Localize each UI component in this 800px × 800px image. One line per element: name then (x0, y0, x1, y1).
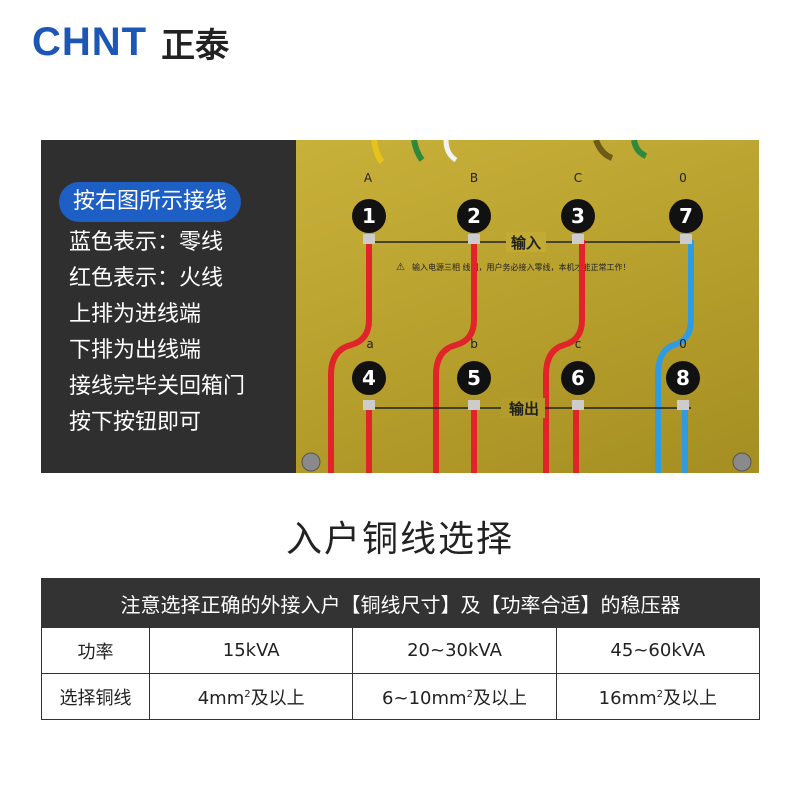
table-cell: 4mm2及以上 (148, 673, 354, 720)
output-phase-label: a (366, 337, 373, 351)
terminal-board-diagram: A B C 0 输入 ⚠ 输入电源三相 线制，用户务必接入零线，本机才能正常工作… (301, 140, 752, 473)
input-terminal: 3 (561, 199, 595, 244)
incoming-wire (411, 140, 425, 162)
instruction-line: 上排为进线端 (69, 302, 202, 327)
input-terminal: 7 (669, 199, 703, 244)
table-cell: 6~10mm2及以上 (352, 673, 557, 720)
input-terminal: 2 (457, 199, 491, 244)
terminal-number: 5 (467, 366, 481, 390)
output-phase-label: c (575, 337, 582, 351)
incoming-wire (631, 140, 648, 159)
row-label: 功率 (41, 627, 150, 674)
terminal-number: 6 (571, 366, 585, 390)
incoming-wire (371, 140, 385, 164)
input-label-bg (506, 232, 546, 252)
warning-icon: ⚠ (396, 262, 405, 273)
instruction-line: 下排为出线端 (69, 338, 202, 363)
output-phase-label: 0 (679, 337, 687, 351)
row-label: 选择铜线 (41, 673, 150, 720)
wiring-panel: 按右图所示接线 蓝色表示：零线 红色表示：火线 上排为进线端 下排为出线端 接线… (41, 140, 759, 473)
output-terminal: 6 (561, 361, 595, 410)
input-phase-label: C (574, 171, 582, 185)
instruction-line: 接线完毕关回箱门 (69, 374, 246, 399)
logo-cjk-text: 正泰 (161, 25, 230, 66)
cell-value: 4mm (197, 687, 245, 709)
instruction-list: 按右图所示接线 蓝色表示：零线 红色表示：火线 上排为进线端 下排为出线端 接线… (41, 140, 296, 473)
terminal-number: 1 (362, 204, 376, 228)
live-wire (328, 240, 372, 473)
instruction-line: 红色表示：火线 (69, 266, 224, 291)
table-cell: 15kVA (148, 627, 354, 674)
instruction-highlight: 按右图所示接线 (59, 182, 242, 222)
input-phase-label: 0 (679, 171, 687, 185)
screw-icon (732, 452, 752, 472)
instruction-line: 按下按钮即可 (69, 410, 202, 435)
logo-latin-text: CHNT (32, 19, 148, 64)
input-phase-label: B (470, 171, 478, 185)
terminal-number: 7 (679, 204, 693, 228)
input-phase-label: A (364, 171, 373, 185)
cell-superscript: 2 (656, 688, 663, 700)
live-wire (543, 240, 585, 473)
copper-wire-table: 注意选择正确的外接入户【铜线尺寸】及【功率合适】的稳压器 功率 15kVA 20… (41, 578, 761, 720)
cell-superscript: 2 (244, 688, 251, 700)
brand-logo: CHNT 正泰 (32, 19, 230, 66)
output-terminal: 8 (666, 361, 700, 410)
table-cell: 16mm2及以上 (555, 673, 761, 720)
table-cell: 20~30kVA (352, 627, 557, 674)
input-bus-label: 输入 (511, 234, 541, 252)
cell-suffix: 及以上 (250, 687, 305, 709)
terminal-number: 2 (467, 204, 481, 228)
instruction-line: 蓝色表示：零线 (69, 230, 224, 255)
incoming-wire (593, 140, 614, 161)
terminal-board-photo: A B C 0 输入 ⚠ 输入电源三相 线制，用户务必接入零线，本机才能正常工作… (296, 140, 759, 473)
live-wire (433, 240, 477, 473)
neutral-wire (655, 240, 694, 473)
incoming-wire (443, 140, 458, 163)
cell-suffix: 及以上 (472, 687, 527, 709)
terminal-number: 3 (571, 204, 585, 228)
table-cell: 45~60kVA (555, 627, 761, 674)
terminal-number: 8 (676, 366, 690, 390)
section-title: 入户铜线选择 (285, 519, 514, 560)
table-row: 功率 15kVA 20~30kVA 45~60kVA (41, 627, 761, 674)
warning-text: 输入电源三相 线制，用户务必接入零线，本机才能正常工作！ (412, 262, 631, 272)
output-bus-label: 输出 (509, 400, 539, 418)
cell-suffix: 及以上 (663, 687, 717, 709)
terminal-number: 4 (362, 366, 376, 390)
cell-superscript: 2 (466, 688, 473, 700)
table-row: 选择铜线 4mm2及以上 6~10mm2及以上 16mm2及以上 (41, 673, 761, 720)
output-label-bg (501, 398, 545, 418)
screw-icon (301, 452, 321, 472)
output-terminal: 4 (352, 361, 386, 410)
cell-value: 16mm (598, 687, 657, 709)
table-banner: 注意选择正确的外接入户【铜线尺寸】及【功率合适】的稳压器 (41, 578, 760, 628)
input-terminal: 1 (352, 199, 386, 244)
output-phase-label: b (470, 337, 478, 351)
output-terminal: 5 (457, 361, 491, 410)
cell-value: 6~10mm (382, 687, 467, 709)
